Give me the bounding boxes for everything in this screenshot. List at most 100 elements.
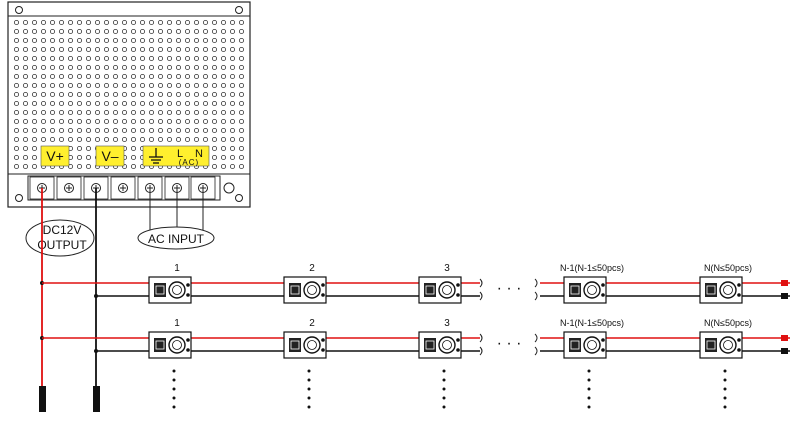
driver-chip-icon <box>289 338 301 352</box>
continuation-dot <box>172 387 176 391</box>
driver-chip-icon <box>289 283 301 297</box>
continuation-dot <box>442 369 446 373</box>
led-module: 3 <box>418 263 462 304</box>
module-label: 2 <box>309 263 315 274</box>
terminal-label-vminus: V– <box>101 148 118 164</box>
terminal-label-n: N <box>195 148 203 160</box>
continuation-dot <box>172 378 176 382</box>
module-label: 3 <box>444 318 450 329</box>
module-label: N(N≤50pcs) <box>704 318 752 328</box>
ground-icon <box>149 148 163 164</box>
led-module: 3 <box>418 318 462 409</box>
continuation-dot <box>172 396 176 400</box>
terminal-screw-icon <box>56 176 82 200</box>
driver-chip-icon <box>154 338 166 352</box>
break-mark-icon <box>479 291 483 301</box>
ellipsis: · · · <box>497 335 522 352</box>
continuation-dot <box>723 387 727 391</box>
positive-end-icon <box>781 280 788 286</box>
led-lens-icon <box>303 336 321 354</box>
ac-input-callout <box>137 226 215 250</box>
break-mark-icon <box>479 278 483 288</box>
continuation-dot <box>587 387 591 391</box>
dc-output-line2: OUTPUT <box>37 238 87 252</box>
module-label: 2 <box>309 318 315 329</box>
dc-output-line1: DC12V <box>43 223 82 237</box>
continuation-dot <box>587 378 591 382</box>
led-module: N-1(N-1≤50pcs) <box>560 263 624 304</box>
module-label: N-1(N-1≤50pcs) <box>560 318 624 328</box>
led-module: N-1(N-1≤50pcs) <box>560 318 624 409</box>
continuation-dot <box>307 378 311 382</box>
led-module: N(N≤50pcs) <box>699 263 752 304</box>
mounting-hole-icon <box>15 6 23 14</box>
module-label: N(N≤50pcs) <box>704 263 752 273</box>
continuation-dot <box>172 405 176 409</box>
ac-input-label: AC INPUT <box>148 232 205 246</box>
terminal-screw-icon <box>110 176 136 200</box>
break-mark-icon <box>534 278 538 288</box>
negative-end-icon <box>781 293 788 299</box>
driver-chip-icon <box>705 338 717 352</box>
continuation-dot <box>587 369 591 373</box>
terminal-label-l: L <box>177 148 183 160</box>
continuation-dot <box>723 396 727 400</box>
module-label: 1 <box>174 263 180 274</box>
positive-lead-end <box>39 386 46 412</box>
driver-chip-icon <box>569 283 581 297</box>
continuation-dot <box>442 405 446 409</box>
negative-end-icon <box>781 348 788 354</box>
break-mark-icon <box>534 333 538 343</box>
voltage-adjust-icon <box>223 182 235 194</box>
driver-chip-icon <box>569 338 581 352</box>
continuation-dot <box>442 378 446 382</box>
led-string-row: · · · 1 2 3 N-1(N-1≤50pcs) N(N≤50pcs) <box>42 318 790 409</box>
led-lens-icon <box>303 281 321 299</box>
continuation-dot <box>307 369 311 373</box>
continuation-dot <box>307 387 311 391</box>
break-mark-icon <box>479 346 483 356</box>
led-module: N(N≤50pcs) <box>699 318 752 409</box>
power-supply: V+ V– L N (AC) <box>7 1 251 208</box>
continuation-dot <box>587 396 591 400</box>
led-module: 1 <box>148 318 192 409</box>
ac-note: (AC) <box>179 158 199 167</box>
continuation-dot <box>442 396 446 400</box>
led-lens-icon <box>168 336 186 354</box>
driver-chip-icon <box>424 338 436 352</box>
negative-lead-end <box>93 386 100 412</box>
module-label: 1 <box>174 318 180 329</box>
label-bg-vminus <box>95 145 125 167</box>
driver-chip-icon <box>705 283 717 297</box>
dc-feeders <box>39 188 100 412</box>
continuation-dot <box>307 396 311 400</box>
positive-end-icon <box>781 335 788 341</box>
label-bg-vplus <box>40 145 70 167</box>
led-module: 2 <box>283 318 327 409</box>
led-lens-icon <box>583 281 601 299</box>
continuation-dot <box>723 378 727 382</box>
continuation-dot <box>587 405 591 409</box>
mounting-hole-icon <box>15 194 23 202</box>
continuation-dot <box>442 387 446 391</box>
led-lens-icon <box>438 281 456 299</box>
continuation-dot <box>723 369 727 373</box>
module-label: 3 <box>444 263 450 274</box>
led-string-row: · · · 1 2 3 N-1(N-1≤50pcs) N(N≤50pcs) <box>42 263 790 304</box>
driver-chip-icon <box>154 283 166 297</box>
dc-output-callout <box>25 219 95 257</box>
led-lens-icon <box>168 281 186 299</box>
led-lens-icon <box>719 281 737 299</box>
break-mark-icon <box>534 346 538 356</box>
ellipsis: · · · <box>497 280 522 297</box>
led-module: 1 <box>148 263 192 304</box>
mounting-hole-icon <box>235 6 243 14</box>
break-mark-icon <box>479 333 483 343</box>
continuation-dot <box>723 405 727 409</box>
mounting-hole-icon <box>235 194 243 202</box>
break-mark-icon <box>534 291 538 301</box>
module-label: N-1(N-1≤50pcs) <box>560 263 624 273</box>
led-lens-icon <box>583 336 601 354</box>
